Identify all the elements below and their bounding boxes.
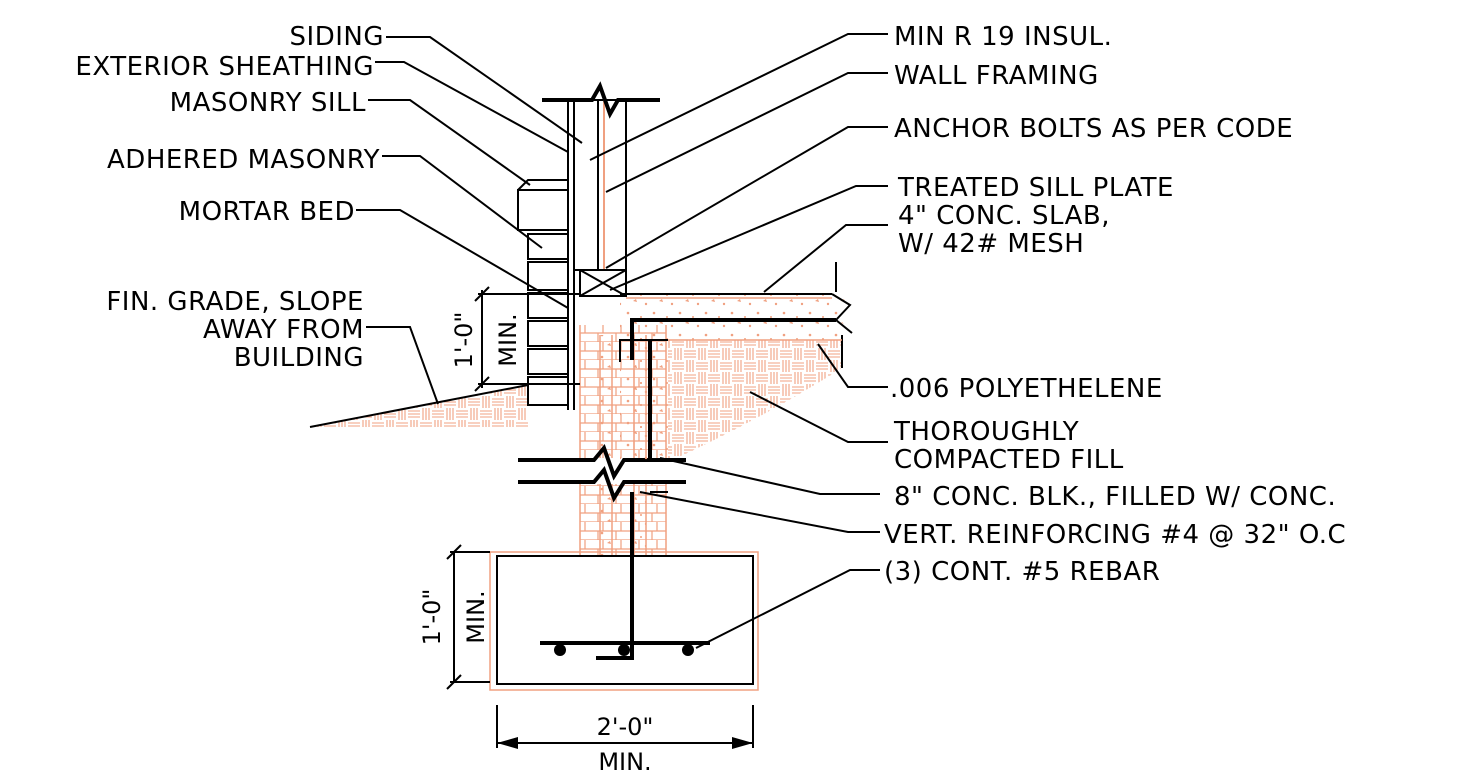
label-fin-grade-1: FIN. GRADE, SLOPE: [106, 287, 364, 317]
leader-lines-left: [356, 36, 583, 405]
label-fill-2: COMPACTED FILL: [894, 445, 1124, 475]
dim-footing-height: 1'-0": [418, 589, 446, 646]
label-insulation: MIN R 19 INSUL.: [894, 22, 1112, 52]
label-masonry-sill: MASONRY SILL: [170, 88, 366, 118]
label-exterior-sheathing: EXTERIOR SHEATHING: [75, 52, 374, 82]
label-wall-framing: WALL FRAMING: [894, 61, 1099, 91]
label-slab-2: W/ 42# MESH: [898, 229, 1084, 259]
label-slab-1: 4" CONC. SLAB,: [898, 201, 1110, 231]
exterior-grade-soil: [309, 384, 529, 428]
compacted-fill: [668, 340, 842, 462]
label-mortar-bed: MORTAR BED: [179, 197, 355, 227]
label-fin-grade-2: AWAY FROM: [203, 315, 364, 345]
label-polyethelene: .006 POLYETHELENE: [890, 374, 1163, 404]
label-rebar: (3) CONT. #5 REBAR: [884, 557, 1160, 587]
concrete-slab: [620, 262, 853, 462]
dim-footing-min: MIN.: [462, 590, 490, 643]
dimension-footing-width: [496, 705, 754, 749]
label-sill-plate: TREATED SILL PLATE: [897, 173, 1174, 203]
vertical-reinforcing-bar: [596, 340, 668, 660]
wall-break-line: [518, 444, 686, 503]
leader-lines-right: [589, 33, 888, 649]
dimension-footing-height: [446, 544, 490, 690]
footing-rebar: [540, 641, 710, 656]
dimension-wall-exposure: [474, 286, 580, 392]
label-adhered-masonry: ADHERED MASONRY: [107, 145, 380, 175]
dim-footing-width: 2'-0": [597, 713, 654, 741]
slab-mesh: [630, 318, 836, 360]
label-anchor-bolts: ANCHOR BOLTS AS PER CODE: [894, 114, 1293, 144]
dim-footing-width-min: MIN.: [598, 748, 651, 776]
label-reinforcing: VERT. REINFORCING #4 @ 32" O.C: [884, 520, 1346, 550]
label-fill-1: THOROUGHLY: [893, 417, 1079, 447]
label-block: 8" CONC. BLK., FILLED W/ CONC.: [894, 482, 1336, 512]
label-siding: SIDING: [290, 22, 384, 52]
concrete-footing: [489, 551, 759, 691]
dim-wall-min: MIN.: [494, 313, 522, 366]
label-fin-grade-3: BUILDING: [234, 343, 364, 373]
treated-sill-plate: [579, 269, 627, 297]
dim-wall-height: 1'-0": [450, 312, 478, 369]
